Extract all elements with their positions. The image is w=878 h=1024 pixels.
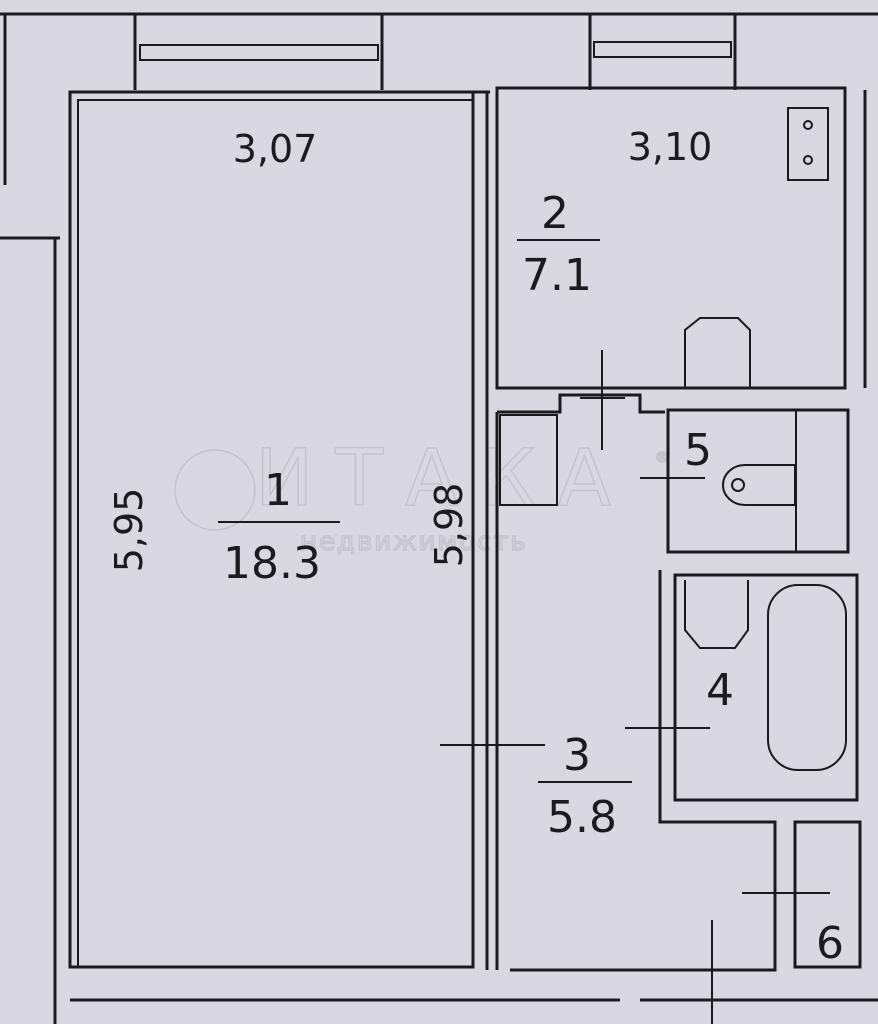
room-2-width: 3,10 bbox=[628, 125, 713, 169]
room-3-area: 5.8 bbox=[547, 792, 617, 843]
window bbox=[139, 44, 379, 61]
room-1-length-right: 5,98 bbox=[427, 483, 471, 568]
room-1-length-left: 5,95 bbox=[107, 488, 151, 573]
closet bbox=[499, 414, 558, 506]
room-2-number: 2 bbox=[541, 188, 569, 239]
room-3-number: 3 bbox=[563, 730, 591, 781]
dimension-labels: 3,07 3,10 5,95 5,98 bbox=[107, 125, 712, 572]
room-4-number: 4 bbox=[706, 665, 734, 716]
window bbox=[593, 41, 732, 58]
room-labels: 1 18.3 2 7.1 3 5.8 4 5 6 bbox=[218, 188, 844, 969]
watermark-registered: ® bbox=[655, 450, 669, 466]
room-2-area: 7.1 bbox=[522, 250, 592, 301]
room-1-width: 3,07 bbox=[233, 127, 318, 171]
room-1-number: 1 bbox=[264, 465, 292, 516]
watermark: ИТАКА недвижимость ® bbox=[174, 433, 670, 558]
room-6 bbox=[793, 820, 862, 969]
bathtub-icon bbox=[767, 584, 847, 771]
room-6-number: 6 bbox=[816, 918, 844, 969]
room-5-number: 5 bbox=[684, 425, 712, 476]
walls bbox=[0, 12, 878, 1024]
watermark-brand: ИТАКА bbox=[255, 434, 633, 524]
room-2 bbox=[495, 86, 847, 390]
room-4 bbox=[673, 573, 859, 802]
watermark-logo-icon bbox=[174, 449, 256, 531]
watermark-subtitle: недвижимость bbox=[300, 527, 528, 557]
sink-icon bbox=[684, 317, 751, 388]
room-1-area: 18.3 bbox=[223, 538, 321, 589]
stove-icon bbox=[787, 107, 829, 181]
toilet-icon bbox=[722, 464, 796, 506]
washbasin-icon bbox=[684, 580, 749, 649]
